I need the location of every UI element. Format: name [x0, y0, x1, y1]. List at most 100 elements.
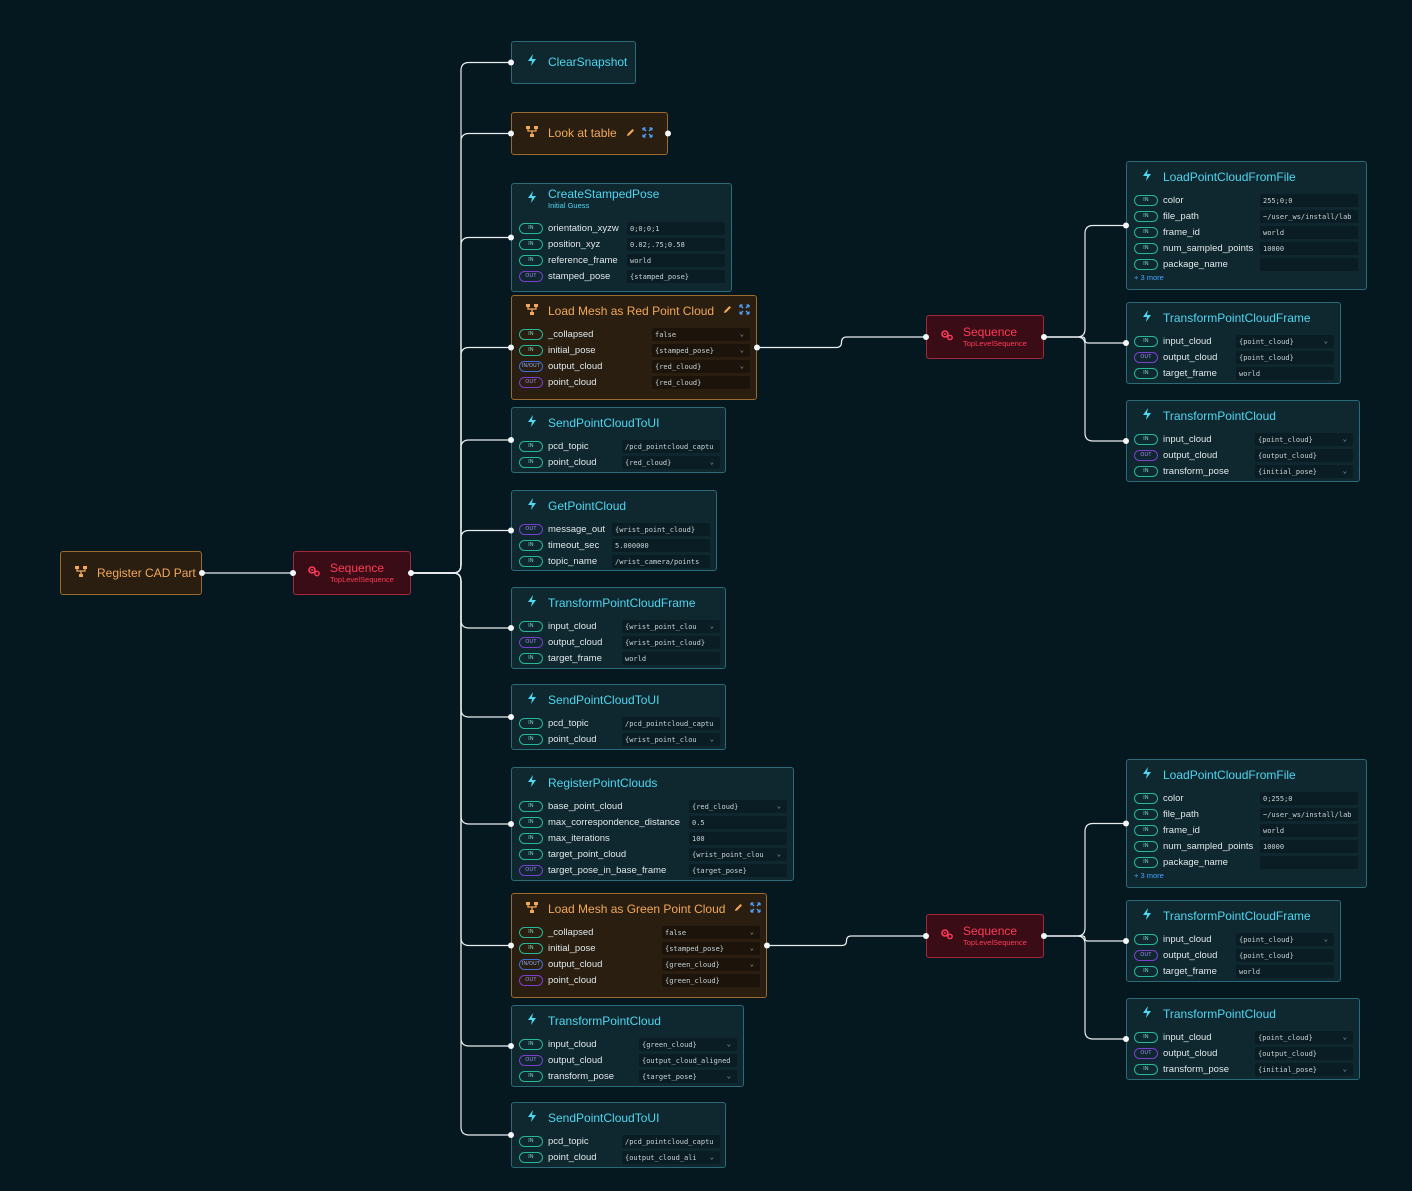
chevron-down-icon[interactable]: ⌄ [1342, 467, 1347, 475]
expand-icon[interactable] [642, 125, 653, 143]
port-value-field[interactable]: {red_cloud}⌄ [689, 800, 787, 813]
port-value-field[interactable]: 0.02;.75;0.58 [627, 238, 725, 251]
chevron-down-icon[interactable]: ⌄ [1323, 337, 1328, 345]
port-value-field[interactable]: {initial_pose}⌄ [1255, 1063, 1353, 1076]
port-value-field[interactable]: false⌄ [652, 328, 750, 341]
port-value-field[interactable]: {wrist_point_clou⌄ [689, 848, 787, 861]
chevron-down-icon[interactable]: ⌄ [709, 622, 714, 630]
port-value-field[interactable] [1260, 258, 1358, 271]
port-value-field[interactable]: /pcd_pointcloud_captu [622, 1135, 720, 1148]
port-value-field[interactable]: {red_cloud} [652, 376, 750, 389]
port-value-field[interactable]: 0.5 [689, 816, 787, 829]
port-value-field[interactable]: {output_cloud_aligned [639, 1054, 737, 1067]
chevron-down-icon[interactable]: ⌄ [1342, 435, 1347, 443]
port-value-field[interactable]: 5.000000 [612, 539, 710, 552]
port-value-field[interactable]: /pcd_pointcloud_captu [622, 717, 720, 730]
chevron-down-icon[interactable]: ⌄ [709, 735, 714, 743]
port-value-field[interactable]: {point_cloud}⌄ [1255, 433, 1353, 446]
port-value-field[interactable]: {initial_pose}⌄ [1255, 465, 1353, 478]
port-value-field[interactable]: world [1236, 965, 1334, 978]
port-value-field[interactable]: 10000 [1260, 242, 1358, 255]
chevron-down-icon[interactable]: ⌄ [709, 1153, 714, 1161]
port-value-field[interactable]: {wrist_point_cloud} [612, 523, 710, 536]
node-register-cad-part[interactable]: Register CAD Part [60, 551, 202, 595]
port-value-field[interactable]: 100 [689, 832, 787, 845]
port-value-field[interactable]: {stamped_pose}⌄ [652, 344, 750, 357]
port-value-field[interactable]: world [1260, 226, 1358, 239]
port-value-field[interactable]: world [627, 254, 725, 267]
pencil-icon[interactable] [625, 125, 636, 143]
node-clear-snapshot[interactable]: ClearSnapshot [511, 41, 636, 84]
port-value-field[interactable]: {point_cloud}⌄ [1255, 1031, 1353, 1044]
port-value-field[interactable]: ~/user_ws/install/lab [1260, 808, 1358, 821]
pencil-icon[interactable] [722, 302, 733, 320]
port-value-field[interactable]: {red_cloud}⌄ [652, 360, 750, 373]
port-value-field[interactable]: {point_cloud}⌄ [1236, 335, 1334, 348]
port-value-field[interactable]: 0;255;0 [1260, 792, 1358, 805]
chevron-down-icon[interactable]: ⌄ [776, 850, 781, 858]
chevron-down-icon[interactable]: ⌄ [739, 330, 744, 338]
chevron-down-icon[interactable]: ⌄ [709, 458, 714, 466]
chevron-down-icon[interactable]: ⌄ [726, 1040, 731, 1048]
port-value-field[interactable]: world [1236, 367, 1334, 380]
chevron-down-icon[interactable]: ⌄ [749, 960, 754, 968]
port-value-field[interactable]: 0;0;0;1 [627, 222, 725, 235]
port-value-field[interactable]: {stamped_pose} [627, 270, 725, 283]
port-value-field[interactable]: {wrist_point_cloud} [622, 636, 720, 649]
port-value-field[interactable]: {target_pose} [689, 864, 787, 877]
chevron-down-icon[interactable]: ⌄ [1342, 1065, 1347, 1073]
port-value-field[interactable] [1260, 856, 1358, 869]
port-value-field[interactable]: 255;0;0 [1260, 194, 1358, 207]
port-value-field[interactable]: {wrist_point_clou⌄ [622, 620, 720, 633]
port-value-field[interactable]: {red_cloud}⌄ [622, 456, 720, 469]
chevron-down-icon[interactable]: ⌄ [739, 362, 744, 370]
chevron-down-icon[interactable]: ⌄ [739, 346, 744, 354]
node-look-at-table[interactable]: Look at table [511, 112, 668, 155]
expand-icon[interactable] [750, 900, 762, 918]
port-value-field[interactable]: {output_cloud} [1255, 449, 1353, 462]
expand-icon[interactable] [739, 302, 750, 320]
port-value-field[interactable]: /pcd_pointcloud_captu [622, 440, 720, 453]
port-value-field[interactable]: {green_cloud}⌄ [639, 1038, 737, 1051]
chevron-down-icon[interactable]: ⌄ [749, 928, 754, 936]
chevron-down-icon[interactable]: ⌄ [749, 944, 754, 952]
port-value-field[interactable]: {point_cloud}⌄ [1236, 933, 1334, 946]
port-value-field[interactable]: {target_pose}⌄ [639, 1070, 737, 1083]
chevron-down-icon[interactable]: ⌄ [1342, 1033, 1347, 1041]
port-value-field[interactable]: {green_cloud}⌄ [662, 958, 760, 971]
chevron-down-icon[interactable]: ⌄ [1323, 935, 1328, 943]
port-value-field[interactable]: {output_cloud} [1255, 1047, 1353, 1060]
port-value-field[interactable]: {point_cloud} [1236, 949, 1334, 962]
port-value-field[interactable]: world [622, 652, 720, 665]
chevron-down-icon[interactable]: ⌄ [726, 1072, 731, 1080]
port-value-field[interactable]: world [1260, 824, 1358, 837]
port-value-field[interactable]: {wrist_point_clou⌄ [622, 733, 720, 746]
port-value-field[interactable]: {green_cloud} [662, 974, 760, 987]
more-ports-link[interactable]: + 3 more [1134, 273, 1164, 282]
port-value-field[interactable]: {stamped_pose}⌄ [662, 942, 760, 955]
more-ports-link[interactable]: + 3 more [1134, 871, 1164, 880]
port-value-field[interactable]: {point_cloud} [1236, 351, 1334, 364]
port-value-field[interactable]: 10000 [1260, 840, 1358, 853]
pencil-icon[interactable] [733, 900, 744, 918]
port-value-field[interactable]: ~/user_ws/install/lab [1260, 210, 1358, 223]
